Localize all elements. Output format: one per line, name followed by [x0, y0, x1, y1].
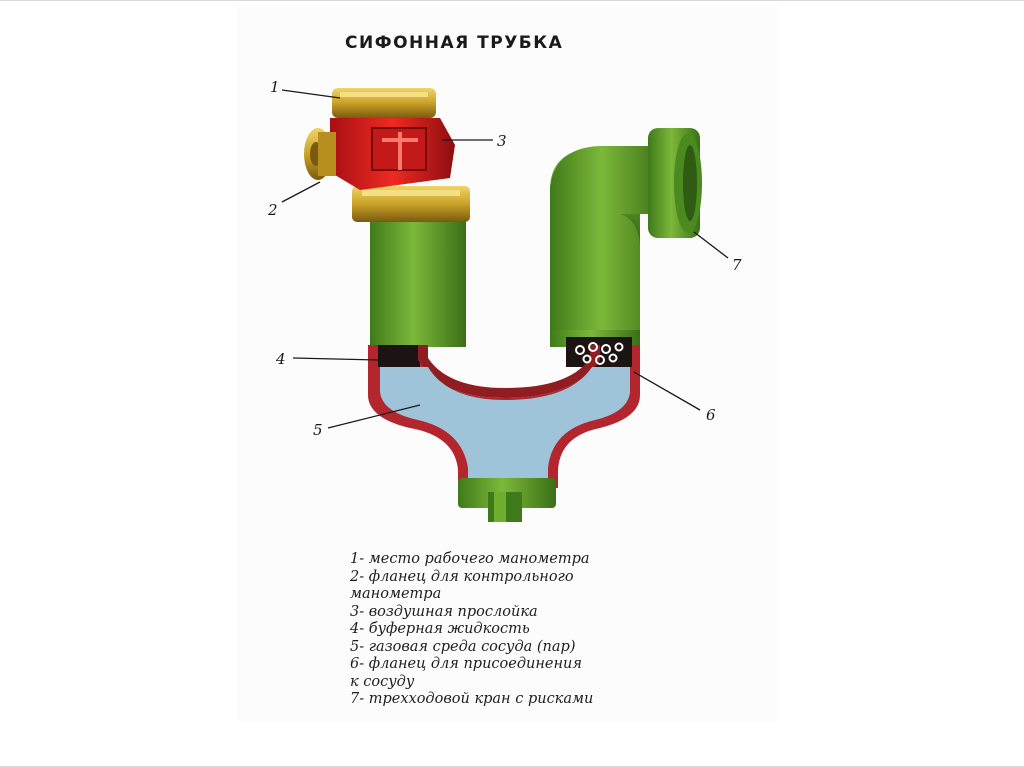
- air-layer: [378, 345, 420, 367]
- callout-3: 3: [497, 132, 507, 150]
- legend-line: 4- буферная жидкость: [350, 621, 750, 639]
- legend-line: 6- фланец для присоединения: [350, 656, 750, 674]
- callout-6: 6: [706, 406, 716, 424]
- legend-line: 2- фланец для контрольного: [350, 569, 750, 587]
- legend-line: манометра: [350, 586, 750, 604]
- legend-line: к сосуду: [350, 674, 750, 692]
- legend-line: 1- место рабочего манометра: [350, 551, 750, 569]
- callout-7: 7: [732, 256, 742, 274]
- callout-1: 1: [270, 78, 280, 96]
- legend-line: 7- трехходовой кран с рисками: [350, 691, 750, 709]
- callout-2: 2: [267, 201, 278, 219]
- callout-5: 5: [313, 421, 323, 439]
- legend-line: 3- воздушная прослойка: [350, 604, 750, 622]
- left-pipe: [370, 212, 466, 347]
- callout-4: 4: [275, 350, 286, 368]
- legend-line: 5- газовая среда сосуда (пар): [350, 639, 750, 657]
